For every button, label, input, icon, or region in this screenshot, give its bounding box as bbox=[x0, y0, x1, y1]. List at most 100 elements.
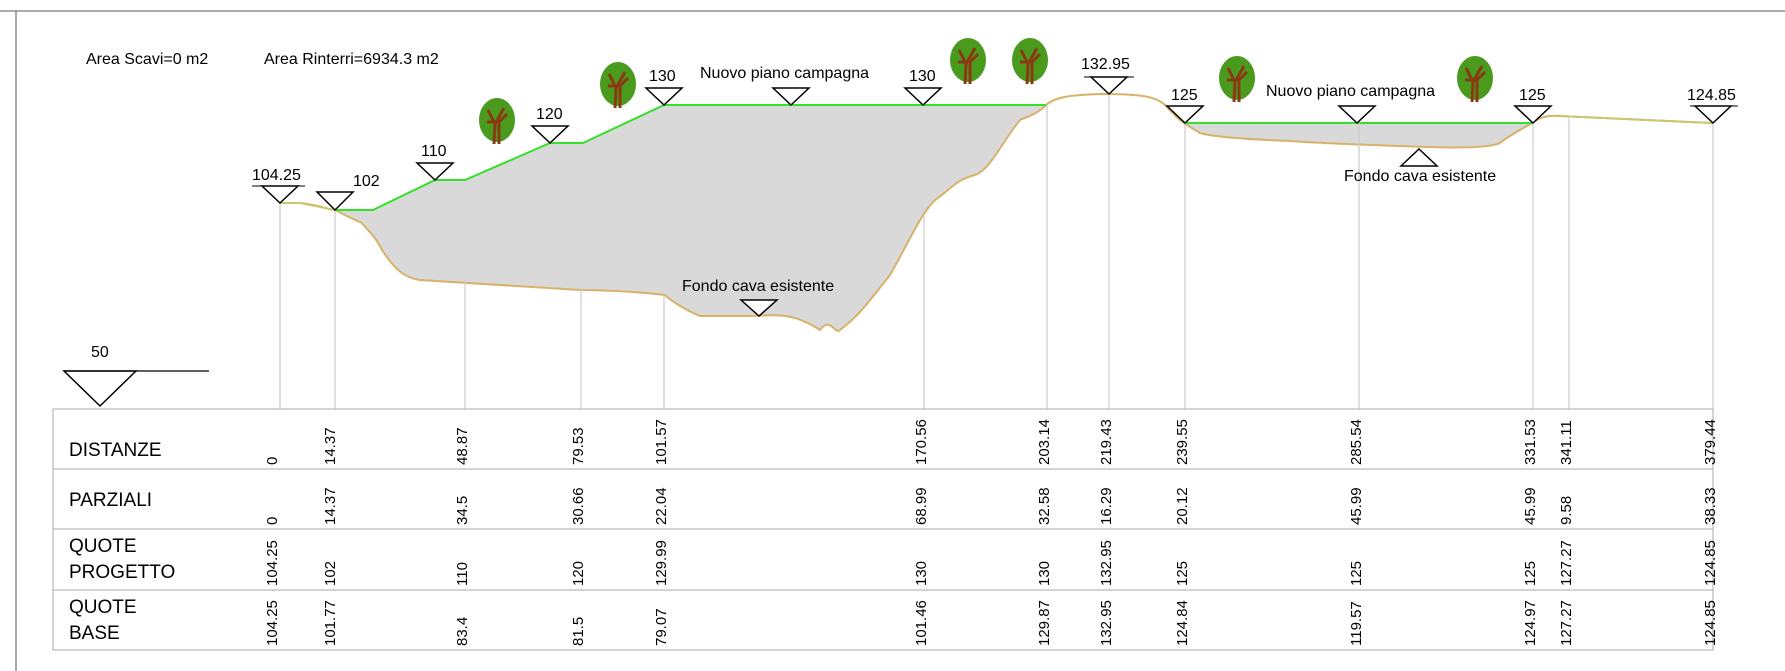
table-cell-quote-base: 119.57 bbox=[1348, 601, 1365, 646]
table-cell-distanze: 48.87 bbox=[454, 427, 471, 465]
table-cell-quote-base: 104.25 bbox=[264, 600, 281, 646]
table-cell-parziali: 22.04 bbox=[653, 487, 670, 525]
tree-icon bbox=[1012, 38, 1048, 85]
table-cell-quote-progetto: 130 bbox=[1036, 560, 1053, 586]
tree-trunk bbox=[607, 71, 630, 109]
elevation-label: 125 bbox=[1519, 87, 1546, 104]
tree-icon bbox=[950, 38, 986, 85]
elevation-label: 132.95 bbox=[1081, 56, 1130, 73]
elevation-marker bbox=[1089, 76, 1129, 96]
elevation-marker bbox=[644, 87, 684, 107]
elevation-marker bbox=[1165, 105, 1205, 125]
scale-label: 50 bbox=[91, 344, 109, 361]
table-cell-quote-base: 83.4 bbox=[454, 616, 471, 646]
elevation-marker bbox=[530, 125, 570, 145]
elevation-label: 102 bbox=[353, 173, 380, 190]
tree-trunk bbox=[486, 107, 509, 145]
nuovo-piano-campagna-label: Nuovo piano campagna bbox=[1266, 83, 1436, 100]
table-cell-distanze: 379.44 bbox=[1702, 419, 1719, 465]
table-cell-distanze: 239.55 bbox=[1174, 419, 1191, 465]
tree-icon bbox=[1219, 56, 1255, 103]
table-cell-quote-base: 124.97 bbox=[1522, 600, 1539, 646]
elevation-marker bbox=[260, 185, 300, 205]
nuovo-piano-campagna-label: Nuovo piano campagna bbox=[700, 65, 870, 82]
table-cell-distanze: 79.53 bbox=[570, 427, 587, 465]
row-label-quote-progetto: PROGETTO bbox=[69, 562, 176, 583]
table-cell-quote-base: 132.95 bbox=[1098, 600, 1115, 646]
fill-area-main bbox=[335, 105, 1046, 331]
table-cell-parziali: 68.99 bbox=[913, 487, 930, 525]
elevation-label: 130 bbox=[909, 68, 936, 85]
fill-area-right bbox=[1184, 123, 1532, 148]
elevation-label: 110 bbox=[421, 143, 447, 160]
table-cell-parziali: 38.33 bbox=[1702, 487, 1719, 525]
table-cell-parziali: 9.58 bbox=[1558, 495, 1575, 525]
area-scavi-label: Area Scavi=0 m2 bbox=[86, 51, 209, 68]
table-cell-quote-progetto: 110 bbox=[454, 562, 471, 586]
tree-icon bbox=[479, 98, 515, 145]
table-cell-quote-base: 79.07 bbox=[653, 608, 670, 646]
table-cell-quote-base: 101.77 bbox=[322, 600, 339, 646]
elevation-marker bbox=[415, 162, 455, 182]
elevation-label: 124.85 bbox=[1687, 87, 1736, 104]
table-cell-parziali: 45.99 bbox=[1348, 487, 1365, 525]
nuovo-piano-marker bbox=[1337, 105, 1377, 125]
table-cell-distanze: 285.54 bbox=[1348, 419, 1365, 465]
tree-trunk bbox=[957, 47, 980, 85]
new-ground-line bbox=[335, 104, 1046, 211]
area-rinterri-label: Area Rinterri=6934.3 m2 bbox=[264, 51, 439, 68]
table-cell-quote-base: 101.46 bbox=[913, 600, 930, 646]
table-cell-quote-progetto: 127.27 bbox=[1558, 540, 1575, 586]
table-cell-distanze: 0 bbox=[264, 456, 281, 465]
existing-ground-line bbox=[280, 92, 1713, 332]
elevation-label: 130 bbox=[649, 68, 676, 85]
existing-surface-right bbox=[1559, 115, 1713, 124]
trees bbox=[479, 38, 1493, 145]
row-label-distanze: DISTANZE bbox=[69, 440, 162, 461]
table-cell-parziali: 0 bbox=[264, 516, 281, 525]
table-cell-quote-progetto: 132.95 bbox=[1098, 540, 1115, 586]
table-cell-distanze: 203.14 bbox=[1036, 419, 1053, 465]
tree-trunk bbox=[1226, 65, 1249, 103]
table-cell-quote-base: 81.5 bbox=[570, 616, 587, 646]
elevation-marker bbox=[1513, 105, 1553, 125]
table-cell-quote-progetto: 125 bbox=[1174, 560, 1191, 586]
table-cell-quote-progetto: 104.25 bbox=[264, 540, 281, 586]
row-label-quote-progetto: QUOTE bbox=[69, 536, 137, 557]
scale-triangle bbox=[62, 370, 138, 408]
elevation-label: 120 bbox=[536, 106, 563, 123]
table-cell-quote-base: 124.84 bbox=[1174, 600, 1191, 646]
row-label-parziali: PARZIALI bbox=[69, 490, 153, 511]
table-cell-quote-progetto: 120 bbox=[570, 560, 587, 586]
table-cell-distanze: 341.11 bbox=[1558, 420, 1575, 465]
table-cell-parziali: 45.99 bbox=[1522, 487, 1539, 525]
table-cell-parziali: 34.5 bbox=[454, 495, 471, 525]
table-cell-quote-progetto: 130 bbox=[913, 560, 930, 586]
row-label-quote-base: QUOTE bbox=[69, 597, 137, 618]
elevation-markers bbox=[260, 76, 1733, 318]
row-label-quote-base: BASE bbox=[69, 623, 120, 644]
fondo-cava-esistente-label: Fondo cava esistente bbox=[1344, 168, 1497, 185]
table-cell-quote-base: 129.87 bbox=[1036, 600, 1053, 646]
data-table-grid bbox=[52, 408, 1714, 651]
vertical-grid bbox=[279, 94, 1714, 409]
tree-icon bbox=[600, 62, 636, 109]
table-cell-quote-base: 124.85 bbox=[1702, 600, 1719, 646]
elevation-marker bbox=[1693, 105, 1733, 125]
table-cell-distanze: 219.43 bbox=[1098, 419, 1115, 465]
table-cell-quote-progetto: 125 bbox=[1348, 560, 1365, 586]
tree-icon bbox=[1457, 56, 1493, 103]
existing-surface-left bbox=[280, 202, 336, 211]
table-cell-parziali: 16.29 bbox=[1098, 487, 1115, 525]
elevation-label: 104.25 bbox=[252, 167, 301, 184]
table-cell-distanze: 170.56 bbox=[913, 419, 930, 465]
table-cell-quote-progetto: 102 bbox=[322, 560, 339, 586]
fondo-cava-esistente-label: Fondo cava esistente bbox=[682, 278, 835, 295]
table-cell-quote-progetto: 125 bbox=[1522, 560, 1539, 586]
elevation-marker bbox=[903, 87, 943, 107]
table-cell-parziali: 14.37 bbox=[322, 487, 339, 525]
tree-trunk bbox=[1464, 65, 1487, 103]
table-cell-distanze: 331.53 bbox=[1522, 419, 1539, 465]
